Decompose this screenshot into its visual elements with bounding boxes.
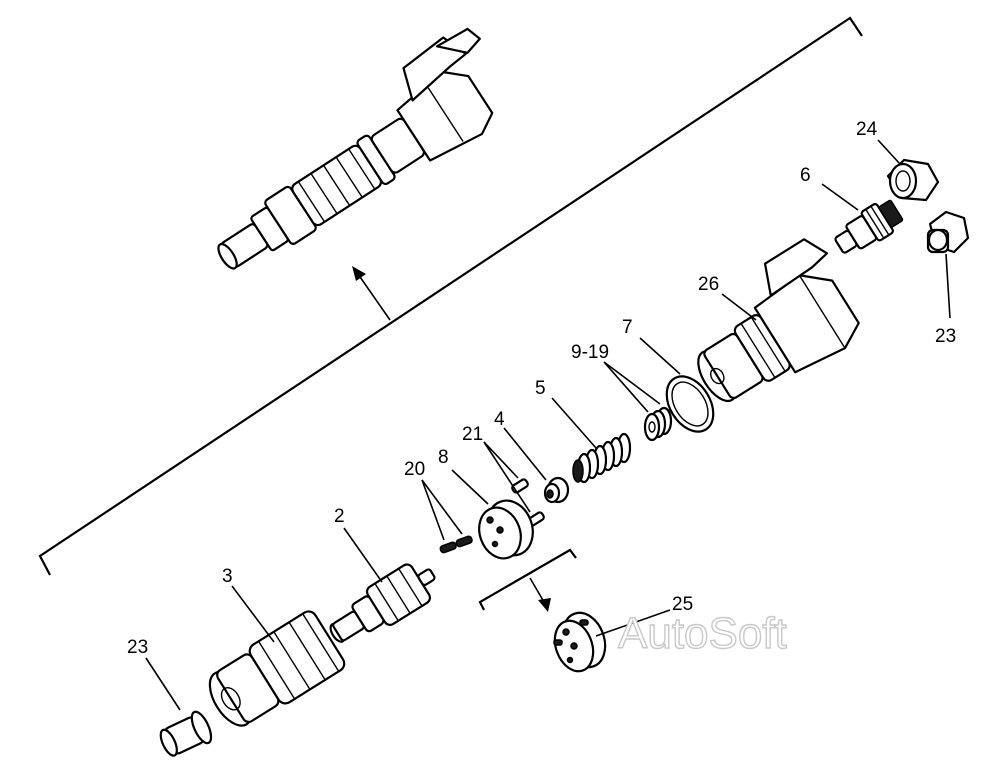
callout-23-left: 23 — [127, 637, 148, 658]
callout-7: 7 — [622, 317, 633, 338]
part-2-nozzle — [329, 563, 436, 643]
callout-25: 25 — [672, 594, 693, 615]
part-26-holder-body — [697, 238, 860, 403]
callout-26: 26 — [698, 274, 719, 295]
callout-4: 4 — [494, 409, 505, 430]
part-3-nozzle-nut — [208, 610, 346, 727]
part-25-alt-plate — [553, 611, 607, 673]
assembled-injector — [217, 27, 494, 270]
part-9-19-shims — [643, 406, 673, 442]
callout-5: 5 — [535, 378, 546, 399]
callout-8: 8 — [438, 447, 449, 468]
callout-21: 21 — [462, 424, 483, 445]
part-23-right-cap — [926, 210, 970, 254]
callout-6: 6 — [800, 165, 811, 186]
callout-labels: 24 6 26 23 7 9-19 5 21 4 8 20 2 3 23 25 — [127, 119, 956, 658]
sub-arrow-shaft — [529, 577, 545, 603]
sub-arrow-head — [538, 598, 551, 612]
part-23-left-cap — [159, 710, 213, 757]
part-8-plate — [478, 499, 534, 560]
assembly-arrow-shaft — [357, 273, 391, 321]
sub-bracket — [478, 548, 577, 611]
part-5-spring — [572, 432, 632, 484]
callout-2: 2 — [334, 506, 345, 527]
callout-20: 20 — [404, 459, 425, 480]
callout-24: 24 — [856, 119, 878, 140]
part-20-pins — [439, 535, 473, 554]
assembly-bracket — [38, 16, 863, 576]
part-7-o-ring — [665, 375, 715, 433]
callout-9-19: 9-19 — [571, 342, 609, 363]
callout-3: 3 — [222, 566, 233, 587]
part-24-nut — [886, 158, 940, 202]
part-6-fitting — [834, 199, 904, 254]
watermark-text: AutoSoft — [618, 609, 787, 658]
callout-23-right: 23 — [935, 326, 956, 347]
leader-lines — [145, 139, 951, 711]
part-4-spring-seat — [543, 476, 570, 504]
assembly-arrow-head — [352, 266, 366, 281]
